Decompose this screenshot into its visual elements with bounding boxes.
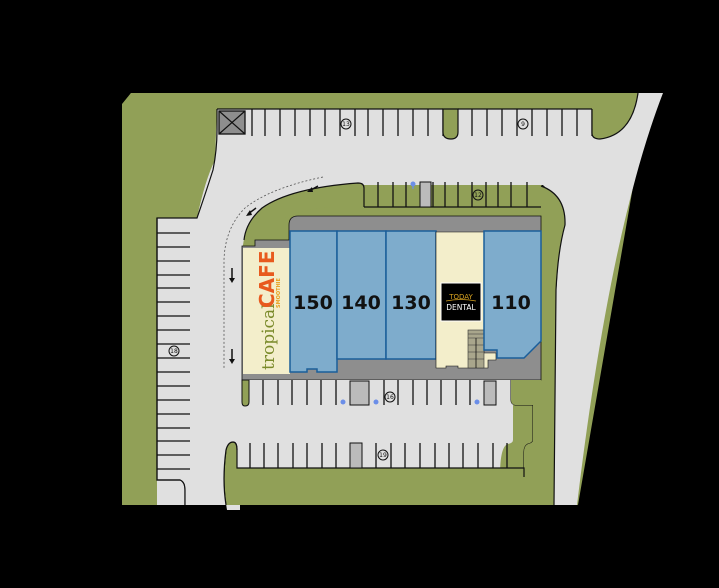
svg-text:12: 12 <box>474 192 482 199</box>
parking-count-badge: 16 <box>384 391 396 403</box>
unit-150-label: 150 <box>293 292 333 314</box>
loading-zone-hatch <box>419 181 432 208</box>
svg-text:18: 18 <box>170 348 178 355</box>
unit-tropical-smoothie-cafe[interactable] <box>243 248 290 374</box>
svg-text:CAFE: CAFE <box>255 251 279 308</box>
parking-row-left <box>156 218 190 470</box>
traffic-flow-path <box>223 176 324 368</box>
dumpster-icon <box>218 110 246 135</box>
unit-110-label: 110 <box>491 292 531 314</box>
parking-count-badge: 13 <box>340 118 352 130</box>
parking-count-badge: 19 <box>377 449 389 461</box>
loading-zone-hatch <box>483 380 497 406</box>
parking-count-badge: 12 <box>472 189 484 201</box>
unit-140-label: 140 <box>341 292 381 314</box>
svg-text:13: 13 <box>342 121 350 128</box>
landscape-island-top <box>442 108 459 140</box>
svg-text:tropical: tropical <box>259 303 279 370</box>
stairs-icon <box>467 329 485 369</box>
landscape-corner-top-right <box>592 93 638 139</box>
parking-row-bottom <box>249 443 508 468</box>
accessible-parking-icon <box>373 399 379 405</box>
accessible-parking-icon <box>340 399 346 405</box>
accessible-parking-icon <box>410 181 416 189</box>
svg-text:16: 16 <box>386 394 394 401</box>
parking-count-badge: 18 <box>168 345 180 357</box>
landscape-island-upper-left <box>244 183 364 240</box>
landscape-front-right-fill <box>511 380 541 505</box>
traffic-arrow-icon <box>229 185 319 364</box>
landscape-strip-upper <box>300 207 541 218</box>
parking-row-front <box>262 380 471 405</box>
svg-text:SMOOTHIE: SMOOTHIE <box>276 277 282 308</box>
loading-zone-hatch <box>349 442 363 469</box>
tropical-smoothie-cafe-logo: tropical CAFE SMOOTHIE <box>255 251 282 370</box>
right-roadway <box>330 93 663 505</box>
parking-row-top-left <box>217 108 444 136</box>
unit-140[interactable] <box>336 230 387 360</box>
landscape-island-front-left <box>241 379 250 407</box>
landscape-island-right <box>541 186 566 505</box>
unit-110[interactable] <box>483 230 542 359</box>
left-exit-road <box>185 420 240 505</box>
svg-text:9: 9 <box>521 121 525 128</box>
unit-130-label: 130 <box>391 292 431 314</box>
unit-130[interactable] <box>385 230 437 360</box>
today-dental-logo: TODAY DENTAL <box>440 282 482 322</box>
accessible-parking-icon <box>474 399 480 405</box>
svg-text:DENTAL: DENTAL <box>446 303 476 312</box>
parking-count-badge: 9 <box>517 118 529 130</box>
parking-row-upper-middle <box>364 182 541 208</box>
loading-zone-hatch <box>349 380 370 406</box>
landscape-bottom <box>224 442 524 505</box>
svg-text:TODAY: TODAY <box>448 293 473 301</box>
svg-text:19: 19 <box>379 452 387 459</box>
